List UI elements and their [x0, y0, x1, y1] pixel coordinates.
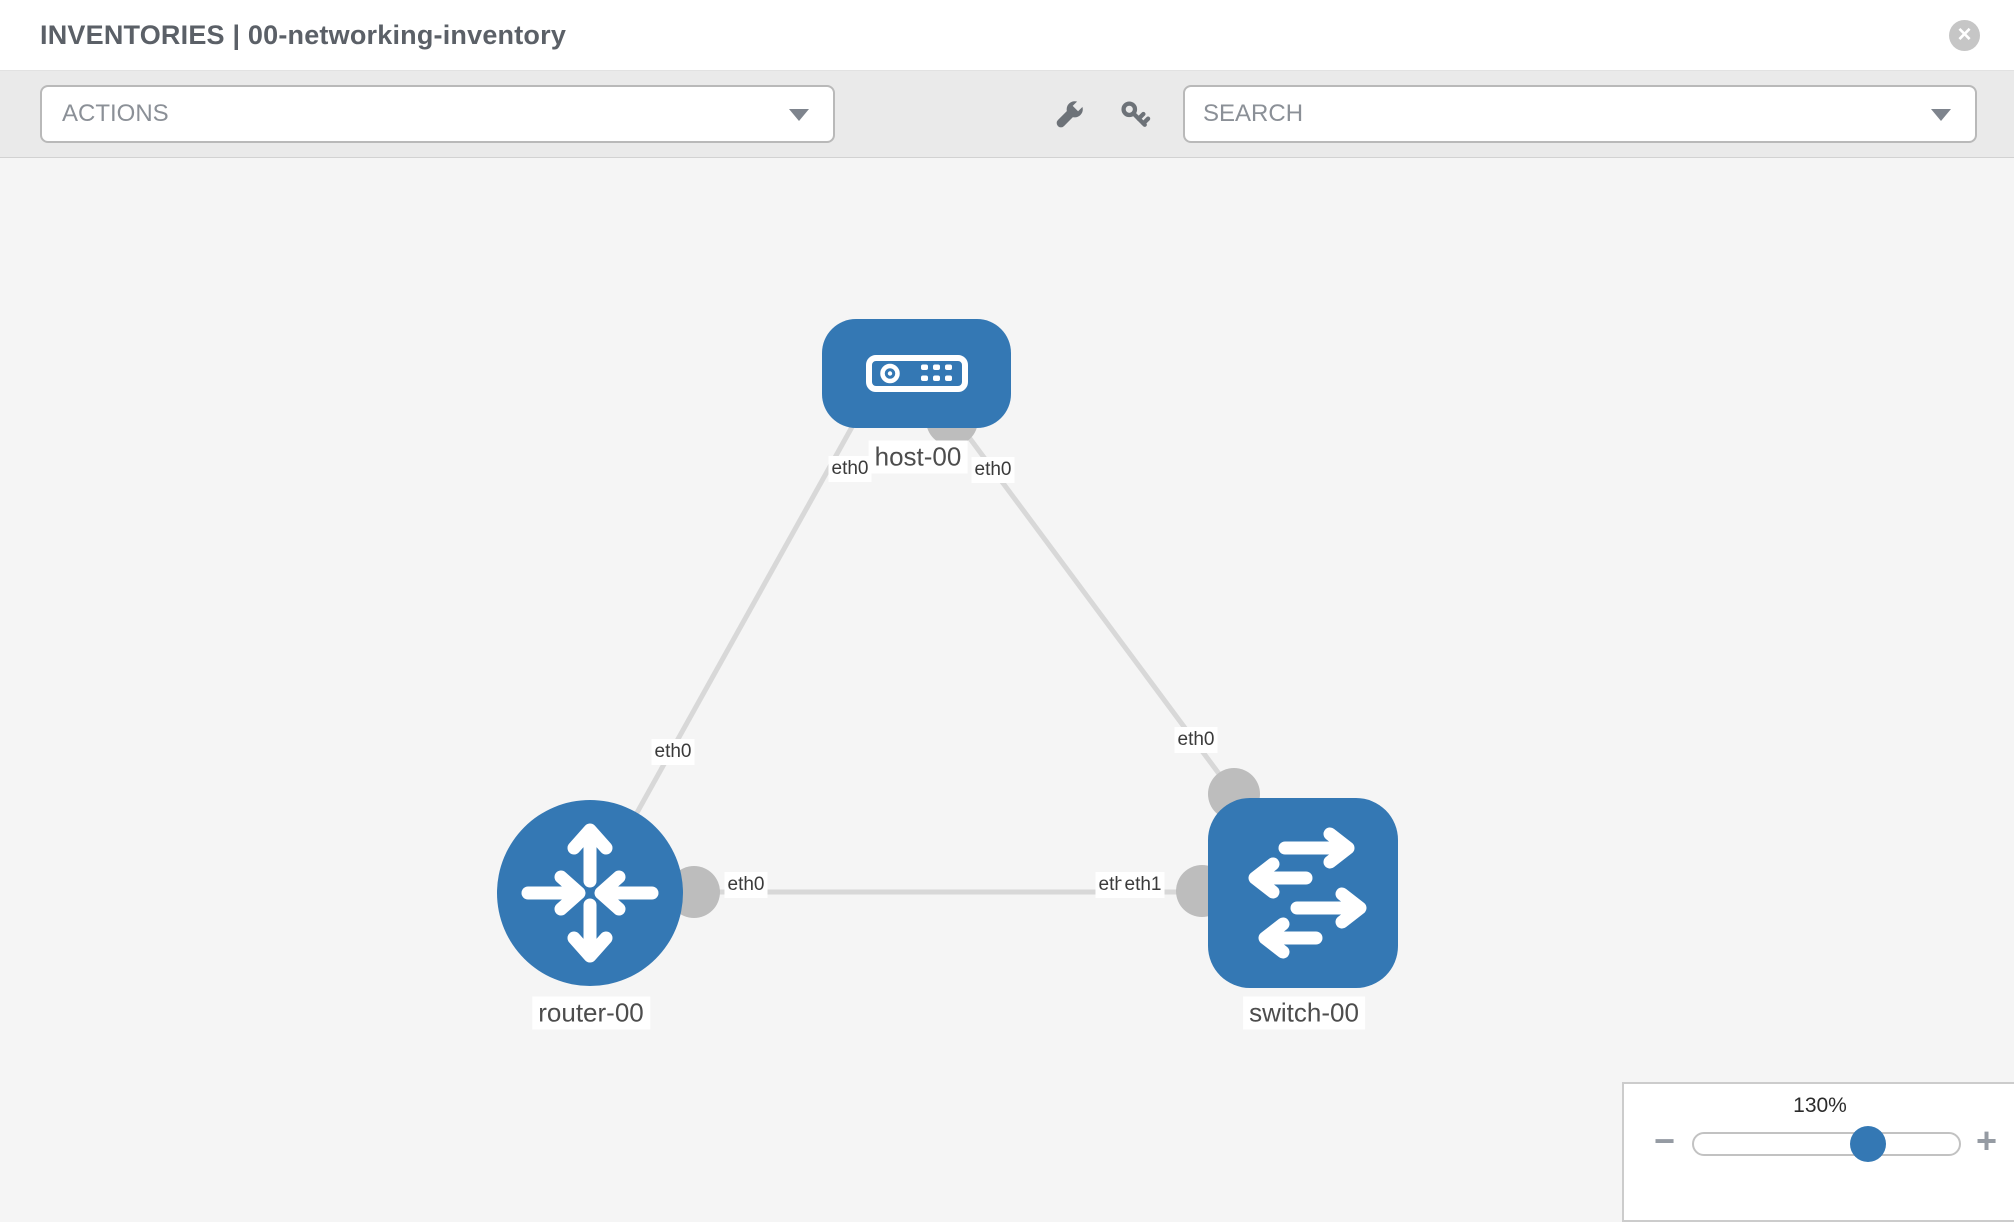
router-icon [521, 823, 659, 963]
zoom-slider-thumb[interactable] [1850, 1126, 1886, 1162]
zoom-panel: 130% − + [1622, 1082, 2014, 1222]
chevron-down-icon [789, 109, 809, 121]
node-label-switch: switch-00 [1243, 996, 1365, 1030]
toolbar: ACTIONS [0, 71, 2014, 158]
interface-label-host-eth0-right: eth0 [971, 457, 1015, 483]
breadcrumb-header: INVENTORIES | 00-networking-inventory × [0, 0, 2014, 71]
key-icon[interactable] [1117, 97, 1155, 135]
host-icon [866, 355, 968, 392]
chevron-down-icon [1931, 109, 1951, 121]
node-switch[interactable] [1208, 798, 1398, 988]
page-title: INVENTORIES | 00-networking-inventory [40, 20, 567, 50]
zoom-out-button[interactable]: − [1654, 1120, 1676, 1161]
node-label-host: host-00 [868, 440, 968, 474]
zoom-level: 130% [1793, 1094, 1847, 1117]
node-label-router: router-00 [532, 996, 650, 1030]
link-host-router[interactable] [597, 407, 865, 881]
interface-label-router-eth0-up: eth0 [651, 739, 695, 765]
close-icon[interactable]: × [1949, 20, 1980, 51]
node-host[interactable] [822, 319, 1011, 428]
search-input[interactable] [1203, 89, 1883, 139]
zoom-slider[interactable] [1692, 1126, 1961, 1162]
interface-label-switch-eth1: eth1 [1121, 872, 1165, 898]
topology-canvas[interactable]: host-00 router-00 switch-00 eth0 eth0 et… [0, 159, 2014, 1200]
interface-label-router-eth0-link: eth0 [724, 872, 768, 898]
zoom-in-button[interactable]: + [1976, 1120, 1998, 1161]
interface-label-host-eth0-left: eth0 [828, 456, 872, 482]
wrench-icon[interactable] [1049, 97, 1087, 135]
actions-dropdown[interactable]: ACTIONS [40, 85, 835, 143]
search-dropdown[interactable] [1183, 85, 1977, 143]
actions-dropdown-label: ACTIONS [62, 100, 169, 127]
node-router[interactable] [497, 800, 683, 986]
interface-label-switch-eth0-up: eth0 [1174, 727, 1218, 753]
switch-icon [1248, 827, 1367, 959]
